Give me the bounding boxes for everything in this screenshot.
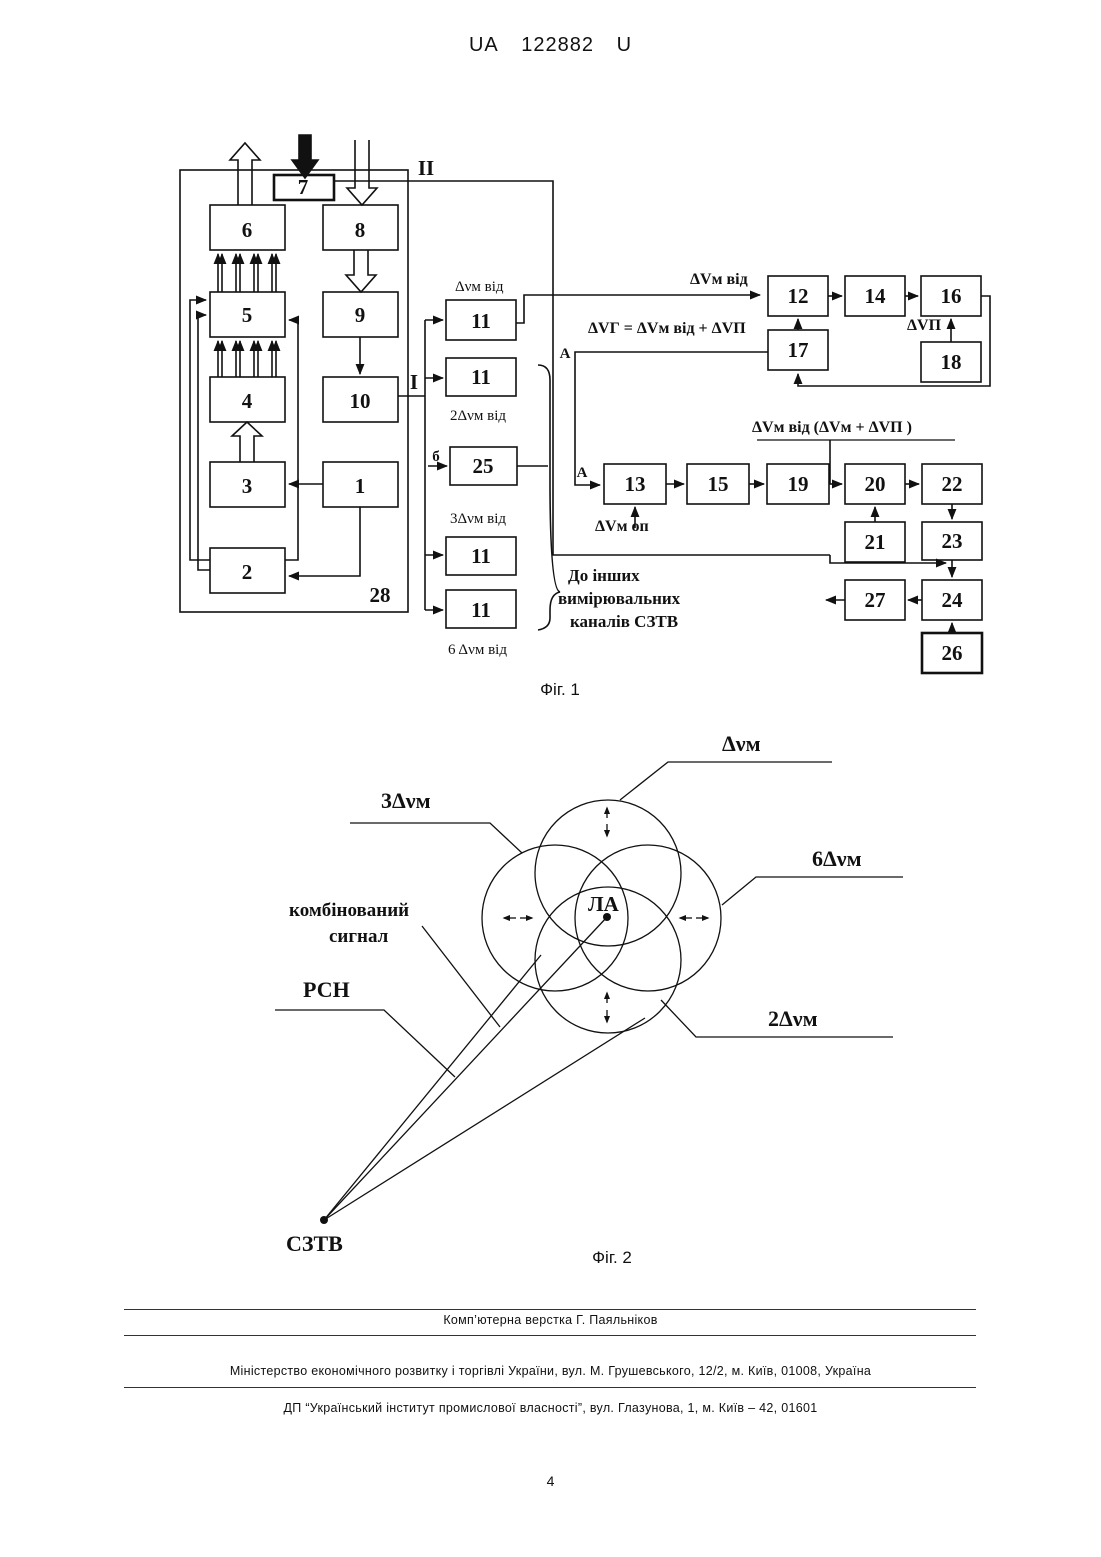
- label-center: ЛА: [588, 892, 620, 916]
- leader-combined: [422, 926, 500, 1027]
- label-origin: СЗТВ: [286, 1231, 343, 1256]
- footer-rule-bottom: [124, 1387, 976, 1388]
- origin-point: [320, 1216, 328, 1224]
- figure-2-diagram: Δνм 3Δνм 6Δνм 2Δνм ЛА комбінований сигна…: [0, 0, 1101, 1300]
- footer-rule-middle: [124, 1335, 976, 1336]
- leader-top: [620, 762, 832, 800]
- label-bottom: 2Δνм: [768, 1006, 818, 1031]
- figure-2-caption: Фіг. 2: [512, 1248, 712, 1268]
- label-rsn: РСН: [303, 977, 350, 1002]
- leader-right: [722, 877, 903, 905]
- circle-top: [535, 800, 681, 946]
- leader-left: [350, 823, 522, 853]
- label-right: 6Δνм: [812, 846, 862, 871]
- leader-rsn: [275, 1010, 455, 1077]
- label-top: Δνм: [722, 731, 761, 756]
- footer-rule-top: [124, 1309, 976, 1310]
- page-number: 4: [0, 1473, 1101, 1489]
- label-left: 3Δνм: [381, 788, 431, 813]
- beam-left: [324, 955, 541, 1220]
- layout-credit: Комп’ютерна верстка Г. Паяльніков: [0, 1313, 1101, 1327]
- label-combined-2: сигнал: [329, 926, 389, 947]
- label-combined-1: комбінований: [289, 900, 409, 921]
- ministry-address: Міністерство економічного розвитку і тор…: [0, 1364, 1101, 1378]
- institute-address: ДП “Український інститут промислової вла…: [0, 1401, 1101, 1415]
